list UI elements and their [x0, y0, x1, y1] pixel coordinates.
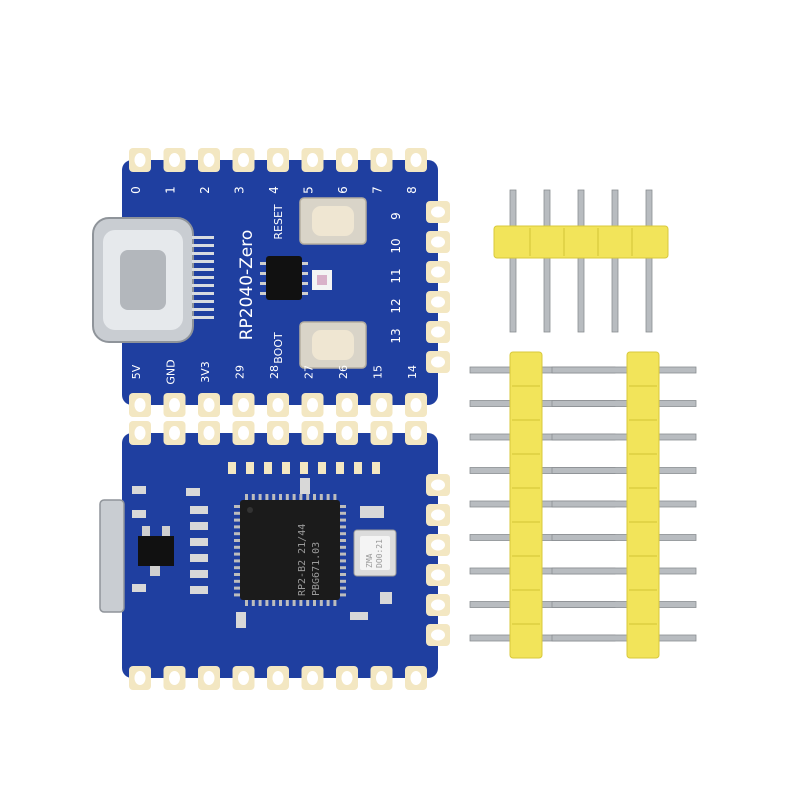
pin-label-bottom-28: 28 — [268, 365, 281, 379]
usb-contact-pins — [192, 236, 214, 319]
crystal-marking-line-1: ZMA — [365, 553, 374, 568]
header-pin — [577, 189, 585, 333]
board-name-label: RP2040-Zero — [237, 230, 257, 341]
mcu-marking-line-2: PBG671.03 — [311, 542, 322, 596]
header-pin — [611, 189, 619, 333]
pin-label-right-9: 9 — [389, 212, 403, 220]
mcu-marking-line-1: RP2-B2 21/44 — [297, 524, 308, 596]
pin-label-bottom-14: 14 — [406, 365, 419, 379]
top-board-castellated-pads — [129, 148, 450, 417]
pin-label-top-5: 5 — [302, 186, 316, 194]
top-board: RP2040-Zero RESET BOOT — [92, 148, 450, 417]
pin-label-top-2: 2 — [198, 186, 212, 194]
passive-components — [132, 478, 392, 628]
pin-label-top-8: 8 — [405, 186, 419, 194]
pin-label-bottom-26: 26 — [337, 365, 350, 379]
header-pin — [551, 366, 697, 374]
header-pin — [551, 467, 697, 474]
pin-header-9-pin-right — [551, 351, 697, 659]
header-pin — [551, 634, 697, 642]
pin-label-top-0: 0 — [129, 186, 143, 194]
header-pin — [551, 567, 697, 575]
header-pin — [551, 433, 697, 441]
reset-button — [299, 197, 367, 245]
crystal-marking-line-2: DO0:21 — [375, 539, 384, 568]
rgb-led — [312, 270, 332, 290]
pin-label-top-4: 4 — [267, 186, 281, 194]
pin-label-right-12: 12 — [389, 298, 403, 313]
reset-button-label: RESET — [272, 204, 285, 240]
pin-label-bottom-27: 27 — [303, 365, 316, 379]
pin-label-top-3: 3 — [233, 186, 247, 194]
header-pin — [645, 189, 653, 333]
pin-label-bottom-GND: GND — [165, 359, 178, 384]
pin-label-top-1: 1 — [164, 186, 178, 194]
boot-button — [299, 321, 367, 369]
ldo-regulator — [138, 526, 174, 576]
pin-label-bottom-3V3: 3V3 — [199, 361, 212, 383]
usb-connector-edge — [99, 499, 125, 613]
pin-label-top-6: 6 — [336, 186, 350, 194]
header-pin — [551, 534, 697, 541]
inner-test-pads — [228, 462, 380, 474]
header-pin — [551, 500, 697, 508]
header-pin — [551, 400, 697, 407]
bottom-board-castellated-pads — [129, 421, 450, 690]
pin-label-right-11: 11 — [389, 268, 403, 283]
pin-label-bottom-29: 29 — [234, 365, 247, 379]
pin-label-bottom-5V: 5V — [130, 364, 143, 379]
pin-label-right-13: 13 — [389, 328, 403, 343]
bottom-board: RP2-B2 21/44 PBG671.03 ZMA DO0:21 — [99, 421, 450, 690]
usb-c-connector — [92, 217, 194, 343]
pin-label-top-7: 7 — [371, 186, 385, 194]
header-pin — [551, 601, 697, 608]
crystal-oscillator: ZMA DO0:21 — [353, 529, 397, 577]
pin-label-bottom-15: 15 — [372, 365, 385, 379]
pin-label-right-10: 10 — [389, 238, 403, 253]
header-pin — [509, 189, 517, 333]
pin-header-5-pin — [493, 189, 669, 333]
rp2040-mcu-chip: RP2-B2 21/44 PBG671.03 — [234, 494, 346, 606]
pin-header-9-pin-left — [469, 351, 616, 659]
boot-button-label: BOOT — [272, 332, 285, 364]
header-pin — [543, 189, 551, 333]
regulator-chip — [260, 256, 308, 300]
